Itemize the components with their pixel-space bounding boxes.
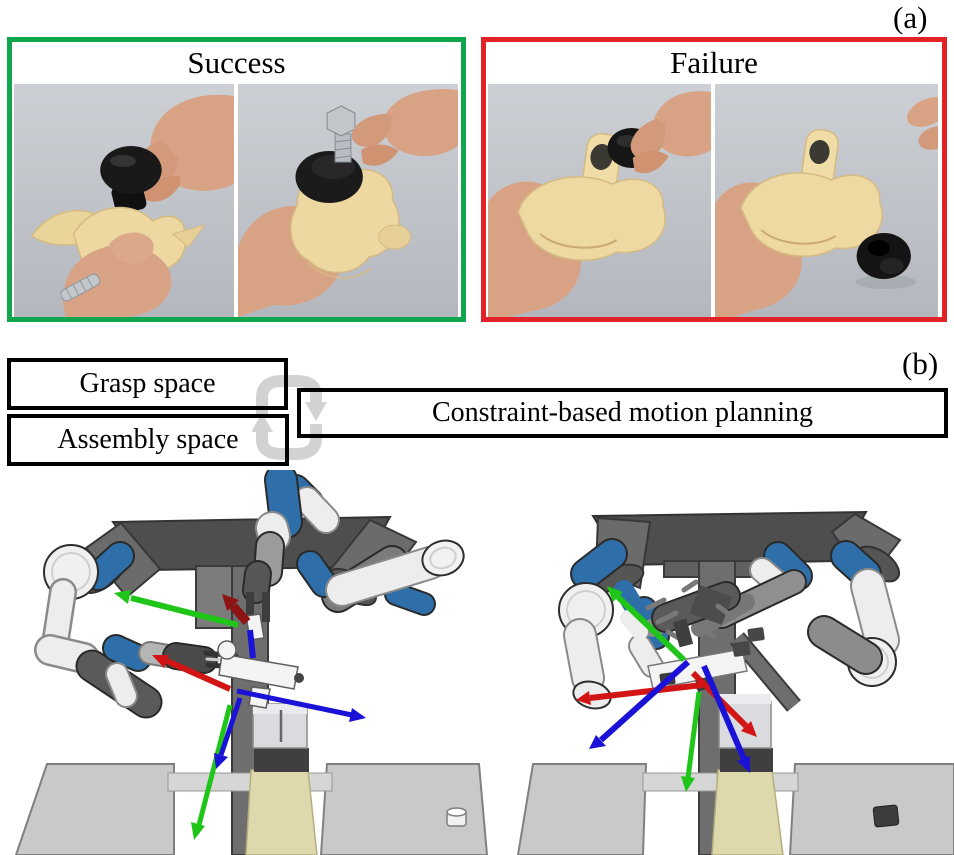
lower-hand bbox=[63, 232, 172, 317]
grasp-space-label: Grasp space bbox=[79, 368, 216, 399]
failure-photo-row bbox=[486, 84, 942, 317]
motion-planning-box: Constraint-based motion planning bbox=[297, 388, 948, 438]
right-robot-arm bbox=[296, 539, 465, 616]
failure-photo-1 bbox=[488, 84, 711, 317]
assembly-space-label: Assembly space bbox=[57, 424, 239, 455]
green-axis-arrow bbox=[114, 590, 239, 840]
cycle-arrows-icon bbox=[252, 375, 327, 460]
right-hand bbox=[630, 91, 711, 174]
lug-hole bbox=[590, 144, 613, 170]
knob-shadow bbox=[855, 275, 916, 289]
yellow-part bbox=[517, 133, 666, 261]
failure-title: Failure bbox=[670, 45, 758, 80]
dark-red-axis-arrow bbox=[222, 594, 251, 625]
gripper-cluster bbox=[614, 579, 741, 648]
upper-hand bbox=[351, 89, 458, 166]
red-axis-arrow bbox=[152, 655, 232, 692]
black-knob bbox=[100, 146, 162, 215]
failure-panel: Failure bbox=[481, 37, 947, 322]
black-knob bbox=[295, 151, 363, 203]
success-photo-row bbox=[12, 84, 461, 317]
right-robot-arm bbox=[691, 540, 900, 687]
grasped-part bbox=[217, 613, 304, 709]
spring-and-nut bbox=[326, 105, 356, 163]
left-robot-arm bbox=[558, 538, 681, 710]
left-robot-arm bbox=[34, 541, 239, 719]
spring-screw bbox=[60, 273, 101, 302]
metal-nut bbox=[326, 105, 356, 137]
success-photo-1 bbox=[14, 84, 234, 317]
tables bbox=[14, 703, 489, 855]
motion-planning-label: Constraint-based motion planning bbox=[431, 397, 814, 428]
green-axis-arrow bbox=[607, 586, 702, 792]
subfigure-b-label: (b) bbox=[902, 346, 939, 381]
failure-photo-2 bbox=[715, 84, 938, 317]
blue-axis-arrow bbox=[214, 629, 366, 769]
gripper-finger bbox=[262, 592, 270, 622]
tables bbox=[516, 694, 954, 855]
success-photo-2 bbox=[238, 84, 458, 317]
small-cube bbox=[872, 804, 900, 828]
fingertips bbox=[907, 97, 938, 150]
subfigure-a-label: (a) bbox=[893, 0, 928, 35]
fallen-black-knob bbox=[855, 233, 916, 289]
fixture-dark-band bbox=[254, 748, 309, 772]
beige-strip bbox=[711, 769, 784, 855]
yellow-part bbox=[740, 129, 883, 257]
lug-hole bbox=[809, 140, 830, 164]
beige-strip bbox=[245, 769, 318, 855]
assembly-space-box: Assembly space bbox=[7, 414, 289, 466]
blue-axis-arrow bbox=[589, 659, 750, 773]
grasp-space-robot-scene bbox=[14, 470, 489, 855]
grasp-space-box: Grasp space bbox=[7, 358, 288, 410]
robot-simulation bbox=[14, 470, 954, 855]
assembly-space-robot-scene bbox=[516, 510, 954, 855]
success-title: Success bbox=[187, 45, 286, 80]
success-panel: Success bbox=[7, 37, 466, 322]
top-robot-arm bbox=[242, 470, 340, 622]
gripper-finger bbox=[246, 592, 254, 622]
